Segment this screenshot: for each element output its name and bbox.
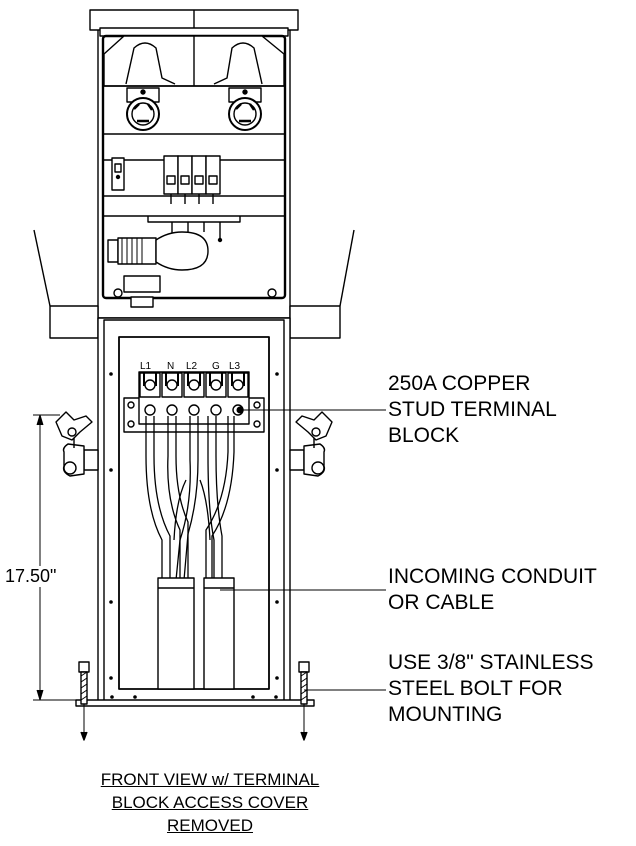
conduits [157, 577, 235, 690]
conduit-callout: INCOMING CONDUIT OR CABLE [388, 564, 597, 616]
upper-housing [97, 30, 291, 318]
side-shelves [33, 229, 355, 339]
caption-line: BLOCK ACCESS COVER [111, 793, 309, 812]
caption-line: REMOVED [167, 816, 253, 835]
terminal-label-l3: L3 [229, 361, 241, 372]
callout-line: USE 3/8" STAINLESS [388, 651, 594, 674]
callout-line: INCOMING CONDUIT [388, 565, 597, 588]
callout-line: STUD TERMINAL [388, 398, 557, 421]
callout-line: OR CABLE [388, 591, 495, 614]
terminal-block-callout: 250A COPPER STUD TERMINAL BLOCK [388, 371, 557, 449]
dimension-label: 17.50" [4, 566, 58, 587]
valve-right [289, 411, 333, 477]
valve-left [55, 411, 99, 477]
mounting-bolt-right [298, 661, 310, 741]
receptacle-left [126, 87, 160, 131]
top-cap [89, 9, 299, 37]
light-bulb [107, 231, 209, 271]
cables [145, 416, 235, 581]
drawing-caption: FRONT VIEW w/ TERMINAL BLOCK ACCESS COVE… [40, 768, 380, 837]
terminal-block: L1 N L2 G L3 [123, 361, 265, 433]
mounting-bolt-left [78, 661, 90, 741]
callout-line: MOUNTING [388, 703, 503, 726]
leader-lines [220, 406, 386, 691]
circuit-breakers [163, 155, 221, 204]
caption-line: FRONT VIEW w/ TERMINAL [100, 770, 320, 789]
terminal-label-g: G [212, 361, 220, 372]
terminal-label-l2: L2 [186, 361, 198, 372]
terminal-label-l1: L1 [140, 361, 152, 372]
callout-line: STEEL BOLT FOR [388, 677, 563, 700]
callout-line: BLOCK [388, 424, 460, 447]
bolt-callout: USE 3/8" STAINLESS STEEL BOLT FOR MOUNTI… [388, 650, 593, 728]
terminal-label-n: N [167, 361, 174, 372]
receptacle-right [228, 87, 262, 131]
dimension-line [33, 414, 78, 701]
callout-line: 250A COPPER [388, 372, 531, 395]
